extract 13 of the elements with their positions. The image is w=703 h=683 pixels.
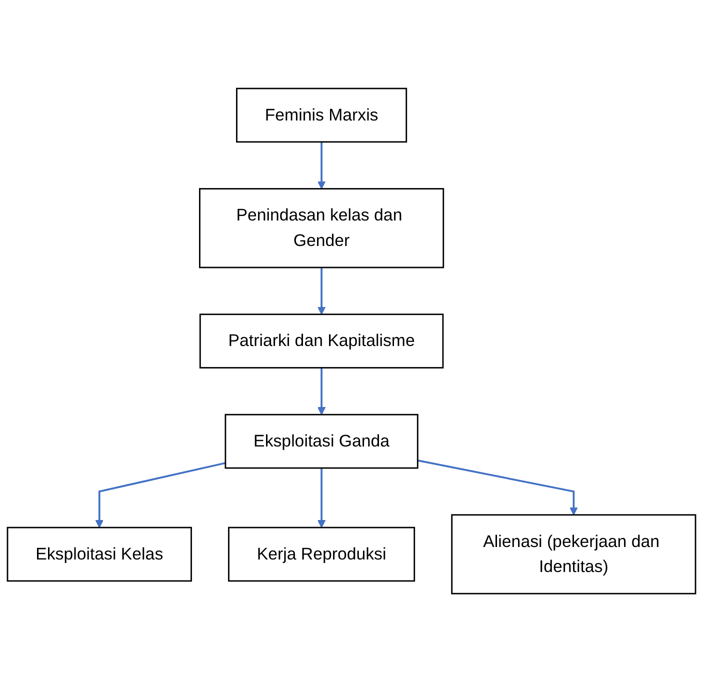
node-box: Eksploitasi Kelas bbox=[6, 527, 192, 582]
node-box: Penindasan kelas dan Gender bbox=[199, 188, 444, 269]
arrow bbox=[317, 268, 326, 316]
node-box: Feminis Marxis bbox=[236, 88, 408, 144]
arrow bbox=[317, 468, 326, 528]
node-box: Eksploitasi Ganda bbox=[224, 414, 418, 470]
node-box: Alienasi (pekerjaan dan Identitas) bbox=[451, 514, 696, 595]
arrow bbox=[95, 462, 226, 528]
node-box: Patriarki dan Kapitalisme bbox=[199, 314, 444, 369]
arrow bbox=[317, 142, 326, 190]
arrow bbox=[417, 460, 578, 516]
arrow bbox=[317, 368, 326, 416]
node-box: Kerja Reproduksi bbox=[228, 527, 416, 582]
